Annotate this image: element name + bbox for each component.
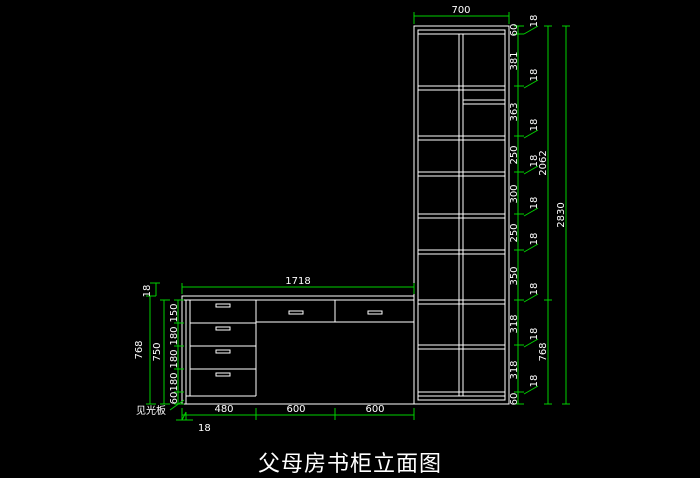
desk <box>181 295 415 405</box>
dim-desk-length: 1718 <box>285 276 310 287</box>
dim-right-363: 363 <box>509 102 520 121</box>
dim-right-18-6: 18 <box>529 233 540 246</box>
dim-18-bottom: 18 <box>198 423 211 434</box>
dim-right-18-2: 18 <box>529 69 540 82</box>
dim-right-18-8: 18 <box>529 328 540 341</box>
dim-600-a: 600 <box>286 404 305 415</box>
dim-left-180-c: 180 <box>169 372 180 391</box>
dim-right-381: 381 <box>509 51 520 70</box>
dimension-labels: 700 1718 480 600 600 18 见光板 768 750 18 1… <box>134 5 567 434</box>
dim-480: 480 <box>214 404 233 415</box>
bookcase-tower <box>413 25 510 405</box>
dim-right-18-1: 18 <box>529 15 540 28</box>
dim-right-250-a: 250 <box>509 145 520 164</box>
drawing-title: 父母房书柜立面图 <box>257 452 442 477</box>
dim-right-18-5: 18 <box>529 197 540 210</box>
dimension-lines <box>146 12 570 421</box>
dim-right-18-4: 18 <box>529 155 540 168</box>
dim-left-60: 60 <box>169 392 180 405</box>
dim-tower-width: 700 <box>451 5 470 16</box>
dim-right-300: 300 <box>509 184 520 203</box>
dim-left-150: 150 <box>169 303 180 322</box>
dim-right-2062: 2062 <box>538 150 549 175</box>
dim-left-180-b: 180 <box>169 349 180 368</box>
dim-left-180-a: 180 <box>169 326 180 345</box>
dim-right-18-9: 18 <box>529 375 540 388</box>
dim-right-2830: 2830 <box>556 202 567 227</box>
note-label: 见光板 <box>136 404 166 417</box>
dim-600-b: 600 <box>365 404 384 415</box>
dim-left-768: 768 <box>134 340 145 359</box>
dim-right-60-top: 60 <box>509 24 520 37</box>
dim-left-750: 750 <box>152 342 163 361</box>
dim-right-318-a: 318 <box>509 314 520 333</box>
dim-right-250-b: 250 <box>509 223 520 242</box>
dim-right-768: 768 <box>538 342 549 361</box>
dim-left-18: 18 <box>142 285 153 298</box>
dim-right-18-7: 18 <box>529 283 540 296</box>
dim-right-18-3: 18 <box>529 119 540 132</box>
dim-right-60-bottom: 60 <box>509 393 520 406</box>
dim-right-350: 350 <box>509 266 520 285</box>
dim-right-318-b: 318 <box>509 360 520 379</box>
